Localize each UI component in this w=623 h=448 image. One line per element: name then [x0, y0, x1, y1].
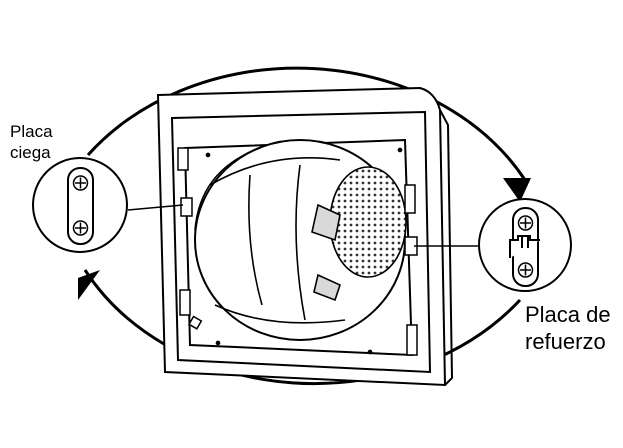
arrow-head-left: [78, 270, 100, 300]
hinge-slot-bottom-left: [179, 289, 191, 316]
screw-icon: [517, 215, 534, 231]
hinge-slot-top-right: [404, 184, 416, 214]
drum: [194, 139, 407, 341]
drum-back-mesh: [329, 166, 407, 278]
blind-plate-label-line-1: Placa: [10, 122, 53, 141]
drum-rib-2: [295, 164, 306, 321]
blind-plate-label-line-2: ciega: [10, 143, 51, 162]
rotation-arrows: [83, 66, 527, 386]
drum-inner-bottom: [214, 304, 346, 324]
hinge-slot-bottom-right: [406, 324, 418, 356]
screw-icon: [517, 262, 534, 278]
screw-icon: [72, 175, 89, 191]
arc-bottom: [83, 269, 522, 386]
cabinet-side: [439, 109, 454, 386]
screw-icon: [72, 220, 89, 236]
cabinet-inner-frame: [170, 110, 432, 374]
callout-line-left: [127, 204, 184, 211]
drum-rib-1: [248, 174, 263, 306]
blind-plate-detail: [32, 157, 128, 253]
frame-hardware: [177, 147, 418, 356]
reinforcement-plate-detail: [478, 198, 572, 292]
hinge-clip: [509, 235, 540, 258]
drum-lip: [194, 147, 261, 231]
drum-inner-top: [209, 157, 341, 186]
drum-baffle-1: [311, 203, 341, 242]
hinge-slot-mid-left: [180, 197, 193, 217]
reinforcement-plate-label-line-1: Placa de: [525, 302, 611, 327]
hinge-slot-top-left: [177, 147, 189, 171]
reinforcement-plate-label-line-2: refuerzo: [525, 329, 606, 354]
latch: [188, 315, 203, 330]
arc-top: [86, 66, 527, 181]
drum-baffle-2: [313, 273, 341, 302]
arrow-head-right: [503, 178, 531, 202]
